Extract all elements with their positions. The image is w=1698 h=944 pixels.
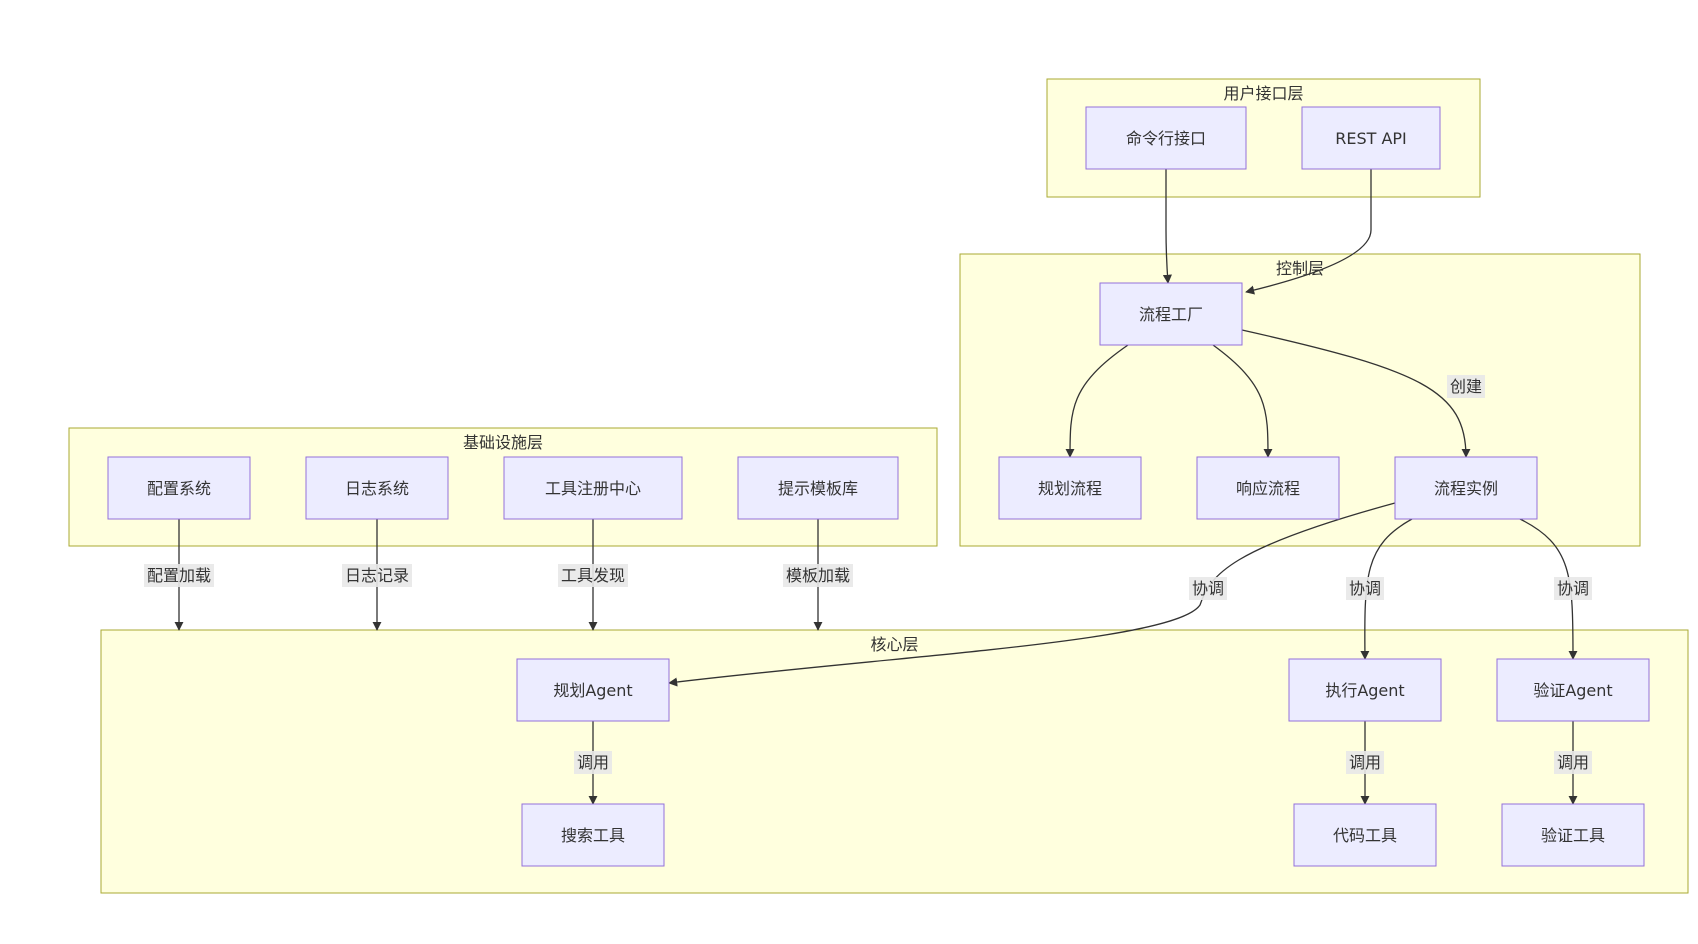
edge-label-bg-toolreg_core <box>558 564 628 587</box>
node-exec_agent-label: 执行Agent <box>1325 681 1404 700</box>
node-flow_inst-box <box>1394 456 1538 520</box>
edge-label-factory_inst: 创建 <box>1447 375 1485 398</box>
node-cli-label: 命令行接口 <box>1126 129 1206 148</box>
edge-label-bg-inst_exec <box>1346 577 1384 600</box>
node-factory-box <box>1099 282 1243 346</box>
edge-label-prompt_core: 模板加载 <box>783 564 853 587</box>
node-plan_agent-label: 规划Agent <box>553 681 632 700</box>
node-tool_reg-label: 工具注册中心 <box>545 479 641 498</box>
edge-label-text-log_core: 日志记录 <box>345 566 409 585</box>
edge-label-text-factory_inst: 创建 <box>1450 377 1482 396</box>
edge-label-bg-log_core <box>342 564 412 587</box>
cluster-ui-label: 用户接口层 <box>1223 84 1303 103</box>
edge-label-bg-plan_search <box>574 751 612 774</box>
node-log-label: 日志系统 <box>345 479 409 498</box>
node-resp_flow-label: 响应流程 <box>1236 479 1300 498</box>
cluster-control-label: 控制层 <box>1276 259 1324 278</box>
node-flow_inst: 流程实例 <box>1394 456 1538 520</box>
node-verify_tool-label: 验证工具 <box>1541 826 1605 845</box>
node-code_tool-label: 代码工具 <box>1333 826 1397 845</box>
node-prompt_lib-label: 提示模板库 <box>778 479 858 498</box>
edge-label-text-plan_search: 调用 <box>577 753 609 772</box>
node-verify_tool-box <box>1501 803 1645 867</box>
node-plan_flow-box <box>998 456 1142 520</box>
edge-label-inst_verify: 协调 <box>1554 577 1592 600</box>
node-factory: 流程工厂 <box>1099 282 1243 346</box>
node-verify_agent-box <box>1496 658 1650 722</box>
edge-label-bg-config_core <box>144 564 214 587</box>
edge-label-bg-prompt_core <box>783 564 853 587</box>
edge-label-bg-verify_vtool <box>1554 751 1592 774</box>
edge-label-text-toolreg_core: 工具发现 <box>561 566 625 585</box>
node-search_tool: 搜索工具 <box>521 803 665 867</box>
node-code_tool-box <box>1293 803 1437 867</box>
edge-inst_exec <box>1360 518 1413 660</box>
edge-label-bg-exec_code <box>1346 751 1384 774</box>
node-verify_agent: 验证Agent <box>1496 658 1650 722</box>
node-exec_agent-box <box>1288 658 1442 722</box>
node-plan_agent: 规划Agent <box>516 658 670 722</box>
edge-label-text-exec_code: 调用 <box>1349 753 1381 772</box>
edge-label-text-prompt_core: 模板加载 <box>786 566 850 585</box>
node-rest: REST API <box>1301 106 1441 170</box>
node-plan_agent-box <box>516 658 670 722</box>
node-search_tool-label: 搜索工具 <box>561 826 625 845</box>
node-plan_flow: 规划流程 <box>998 456 1142 520</box>
edge-label-toolreg_core: 工具发现 <box>558 564 628 587</box>
edge-inst_verify <box>1519 518 1578 660</box>
cluster-infra-label: 基础设施层 <box>463 433 543 452</box>
cluster-core-label: 核心层 <box>870 635 918 654</box>
edge-label-text-inst_plan: 协调 <box>1192 579 1224 598</box>
edge-factory_inst <box>1241 329 1471 458</box>
edge-label-text-config_core: 配置加载 <box>147 566 211 585</box>
node-cli: 命令行接口 <box>1085 106 1247 170</box>
edge-label-text-inst_verify: 协调 <box>1557 579 1589 598</box>
edge-label-text-inst_exec: 协调 <box>1349 579 1381 598</box>
edge-factory_plan <box>1065 344 1129 458</box>
edge-label-config_core: 配置加载 <box>144 564 214 587</box>
node-verify_agent-label: 验证Agent <box>1533 681 1612 700</box>
node-flow_inst-label: 流程实例 <box>1434 479 1498 498</box>
edge-label-verify_vtool: 调用 <box>1554 751 1592 774</box>
node-log: 日志系统 <box>305 456 449 520</box>
cluster-core: 核心层 <box>100 629 1689 894</box>
cluster-core-box <box>100 629 1689 894</box>
edge-label-inst_plan: 协调 <box>1189 577 1227 600</box>
node-exec_agent: 执行Agent <box>1288 658 1442 722</box>
node-tool_reg-box <box>503 456 683 520</box>
edge-label-bg-factory_inst <box>1447 375 1485 398</box>
node-verify_tool: 验证工具 <box>1501 803 1645 867</box>
node-resp_flow-box <box>1196 456 1340 520</box>
edge-label-bg-inst_plan <box>1189 577 1227 600</box>
node-prompt_lib-box <box>737 456 899 520</box>
node-config-label: 配置系统 <box>147 479 211 498</box>
edge-label-plan_search: 调用 <box>574 751 612 774</box>
node-tool_reg: 工具注册中心 <box>503 456 683 520</box>
edge-rest_factory <box>1245 169 1372 295</box>
node-code_tool: 代码工具 <box>1293 803 1437 867</box>
edge-label-log_core: 日志记录 <box>342 564 412 587</box>
node-search_tool-box <box>521 803 665 867</box>
node-log-box <box>305 456 449 520</box>
node-cli-box <box>1085 106 1247 170</box>
node-config-box <box>107 456 251 520</box>
node-resp_flow: 响应流程 <box>1196 456 1340 520</box>
node-rest-box <box>1301 106 1441 170</box>
edge-label-bg-inst_verify <box>1554 577 1592 600</box>
edge-cli_factory <box>1162 169 1172 284</box>
edge-label-inst_exec: 协调 <box>1346 577 1384 600</box>
edge-inst_plan <box>668 502 1396 687</box>
node-factory-label: 流程工厂 <box>1139 305 1203 324</box>
node-rest-label: REST API <box>1335 129 1407 148</box>
node-config: 配置系统 <box>107 456 251 520</box>
edge-factory_resp <box>1212 344 1273 458</box>
edge-label-text-verify_vtool: 调用 <box>1557 753 1589 772</box>
node-prompt_lib: 提示模板库 <box>737 456 899 520</box>
node-plan_flow-label: 规划流程 <box>1038 479 1102 498</box>
edge-label-exec_code: 调用 <box>1346 751 1384 774</box>
